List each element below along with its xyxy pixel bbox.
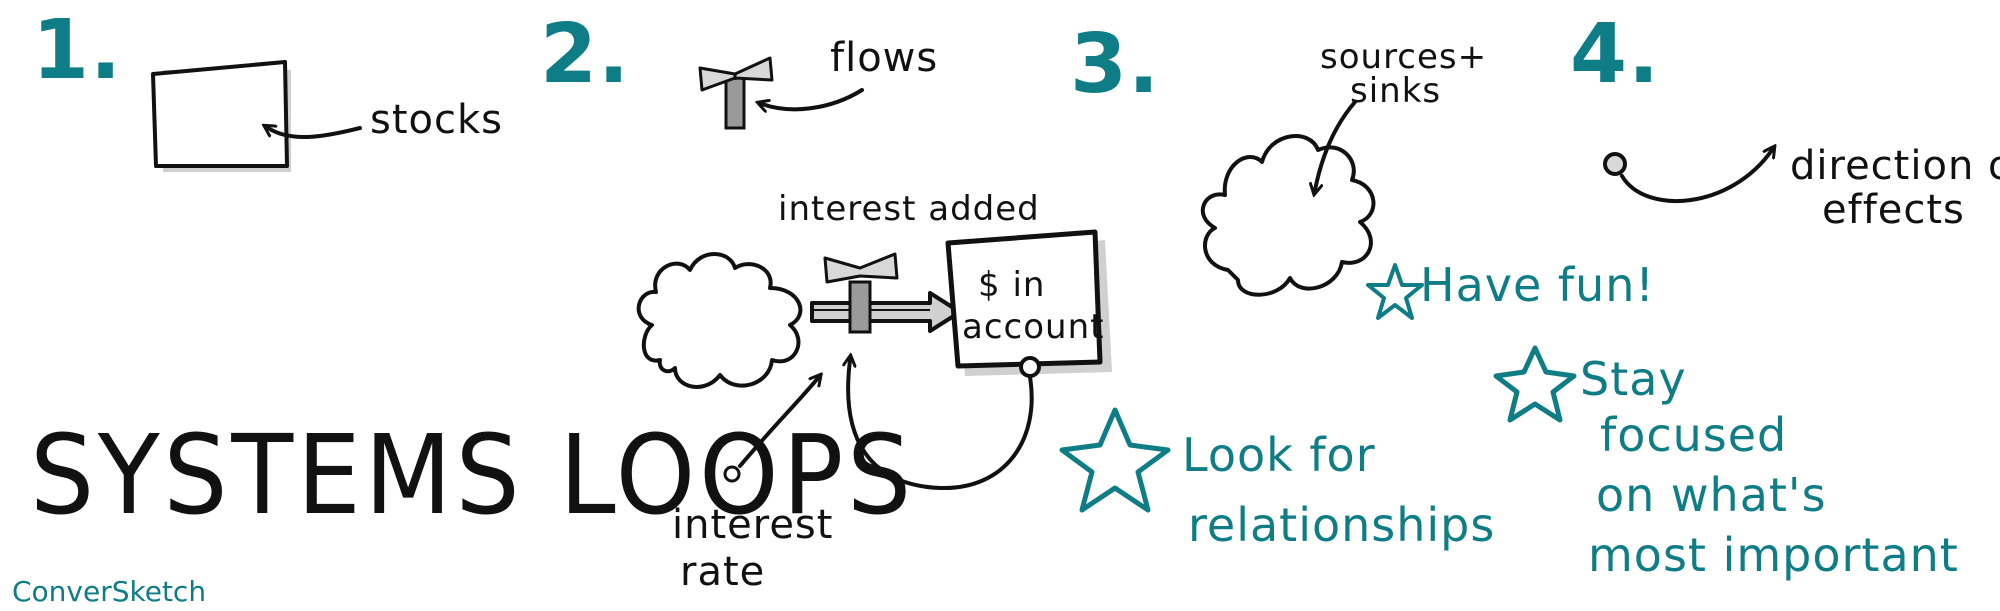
- feedback-loop-arrow: [848, 360, 1034, 491]
- account-stock-box: [945, 229, 1112, 376]
- tip-stay-line-2: focused: [1600, 408, 1788, 462]
- faucet-icon: [698, 56, 774, 130]
- sources-sinks-label-line-2: sinks: [1350, 71, 1442, 111]
- interest-rate-label-line-2: rate: [680, 549, 766, 595]
- flow-pipe: [810, 291, 962, 333]
- tip-look-for-line-1: Look for: [1182, 428, 1376, 482]
- credit-label: ConverSketch: [12, 575, 207, 608]
- flows-label: flows: [830, 35, 939, 81]
- interest-added-label: interest added: [778, 189, 1040, 229]
- interest-rate-label-line-1: interest: [672, 502, 834, 548]
- step-number-4: 4.: [1570, 7, 1661, 102]
- star-icon: [1059, 407, 1171, 513]
- tip-stay-line-4: most important: [1588, 528, 1959, 582]
- tip-have-fun: Have fun!: [1420, 258, 1655, 312]
- rate-influence-arrow: [738, 378, 818, 468]
- direction-label-line-1: direction of: [1790, 143, 2000, 189]
- stocks-label: stocks: [370, 97, 503, 143]
- account-label-line-2: account: [962, 307, 1105, 347]
- tip-stay-line-1: Stay: [1580, 352, 1687, 406]
- account-label-line-1: $ in: [978, 265, 1046, 305]
- tip-look-for-line-2: relationships: [1188, 498, 1496, 552]
- stock-box-icon: [151, 60, 291, 172]
- step-number-2: 2.: [540, 7, 631, 102]
- direction-of-effects-arrow: [1620, 150, 1772, 203]
- source-cloud-icon: [636, 252, 803, 389]
- sources-sinks-label-line-1: sources+: [1320, 37, 1488, 77]
- step-number-1: 1.: [32, 3, 123, 98]
- direction-origin-dot: [1603, 152, 1627, 176]
- feedback-origin-dot: [1019, 356, 1041, 378]
- star-icon: [1366, 263, 1424, 320]
- rate-origin-dot: [723, 465, 741, 483]
- direction-label-line-2: effects: [1822, 187, 1965, 233]
- sink-cloud-icon: [1200, 134, 1376, 297]
- page-title: SYSTEMS LOOPS: [30, 411, 915, 539]
- sinks-pointer-arrow: [1315, 100, 1357, 190]
- flows-pointer-arrow: [762, 88, 864, 109]
- star-icon: [1493, 345, 1577, 423]
- step-number-3: 3.: [1070, 17, 1161, 112]
- interest-faucet-icon: [823, 252, 899, 334]
- stocks-pointer-arrow: [268, 128, 362, 139]
- tip-stay-line-3: on what's: [1596, 468, 1827, 522]
